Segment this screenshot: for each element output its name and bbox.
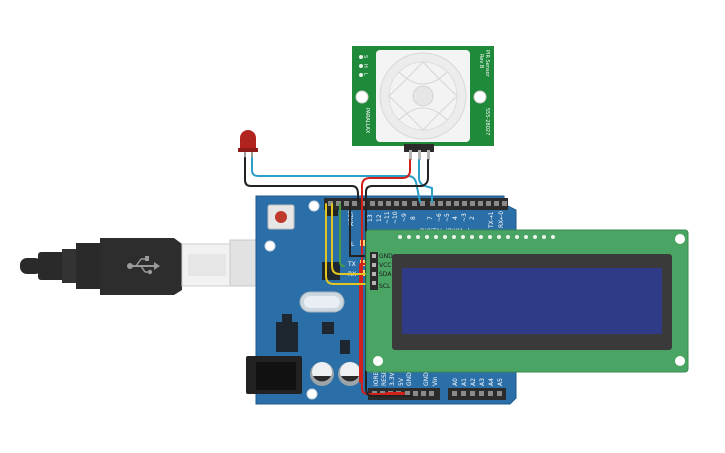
pin-label-13: 13 — [367, 214, 374, 222]
lcd-pin-gnd: GND — [379, 253, 393, 260]
lcd-pin-vcc: VCC — [379, 262, 391, 269]
pin-label-reset: RESET — [381, 366, 388, 386]
led-l-label: L — [351, 241, 355, 248]
pin-label-12: 12 — [376, 214, 383, 222]
pin-label-vin: Vin — [432, 376, 439, 386]
pir-rev: Rev B — [478, 54, 484, 69]
pin-label-1: TX→1 — [488, 211, 495, 229]
pin-label-a1: A1 — [461, 378, 468, 386]
pin-label-a2: A2 — [470, 378, 477, 386]
pir-part: 555-28027 — [484, 108, 490, 135]
pin-label-3v3: 3.3V — [389, 371, 396, 386]
reset-button[interactable] — [267, 204, 295, 230]
pin-label-8: 8 — [410, 216, 417, 220]
wire-led-ground — [244, 157, 359, 203]
pin-label-a4: A4 — [488, 378, 495, 386]
wire-led-signal — [251, 157, 421, 203]
pin-label-7: 7 — [427, 216, 434, 220]
red-led — [238, 130, 258, 160]
lcd-module: GND VCC SDA SCL — [365, 229, 689, 373]
wire-lcd-scl — [325, 203, 377, 285]
wire-pir-out — [418, 159, 433, 203]
pin-label-5v: 5V — [398, 377, 405, 386]
wire-lcd-sda — [331, 203, 377, 275]
pin-label-10: ~10 — [392, 211, 399, 224]
pin-label-a3: A3 — [479, 378, 486, 386]
lcd-screen — [402, 268, 662, 334]
pin-label-ioref: IOREF — [373, 368, 380, 386]
pin-label-9: ~9 — [401, 213, 408, 222]
pin-label-2: 2 — [469, 216, 476, 220]
pin-label-11: ~11 — [384, 211, 391, 224]
pin-label-4: 4 — [452, 216, 459, 220]
pin-label-gnd1: GND — [406, 372, 413, 386]
pin-label-a5: A5 — [497, 378, 504, 386]
pin-label-6: ~6 — [436, 213, 443, 222]
pin-label-5: ~5 — [444, 213, 451, 222]
usb-icon — [127, 256, 160, 275]
lcd-pin-scl: SCL — [379, 283, 391, 290]
digital-header — [324, 198, 508, 210]
pin-label-gnd2: GND — [423, 372, 430, 386]
pin-label-0: RX←0 — [498, 211, 505, 228]
pir-label-s: S — [362, 55, 368, 58]
pin-label-a0: A0 — [452, 378, 459, 386]
lcd-pin-sda: SDA — [379, 271, 392, 278]
wire-pir-gnd — [365, 159, 429, 397]
analog-header — [448, 388, 506, 400]
wire-pir-vcc — [361, 159, 411, 395]
pin-label-3: ~3 — [461, 213, 468, 222]
lcd-i2c-pins — [370, 252, 378, 290]
pir-title: PIR Sensor — [484, 50, 490, 78]
pir-sensor: S H L PARALLAX PIR Sensor Rev B 555-2802… — [352, 46, 494, 160]
pir-maker: PARALLAX — [364, 108, 370, 134]
wire-lcd-scl-green — [339, 203, 345, 267]
usb-cable — [20, 238, 295, 295]
pir-label-l: L — [362, 73, 368, 76]
led-tx-label: TX — [347, 261, 356, 268]
pir-label-h: H — [362, 64, 368, 68]
aref-label: AREF — [348, 210, 355, 226]
